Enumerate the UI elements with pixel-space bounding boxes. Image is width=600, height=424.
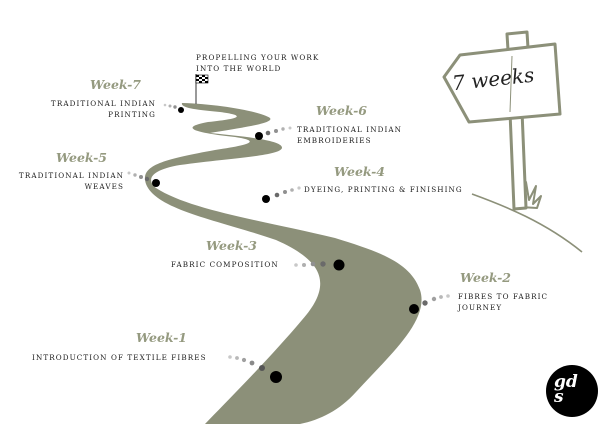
week-1-label: Week-1 [136,330,187,345]
goal-line-2: INTO THE WORLD [196,64,282,73]
week-7-topic-line-1: TRADITIONAL INDIAN [50,99,156,108]
logo-line-1: gd [554,372,578,392]
hill-line [471,193,583,253]
week-2-topic: FIBRES TO FABRIC JOURNEY [458,291,548,313]
winding-road [144,103,422,424]
week-5-topic-line-1: TRADITIONAL INDIAN [18,171,124,180]
milestone-week-6 [255,126,292,140]
logo-line-2: s [554,387,564,407]
milestone-week-3 [294,259,345,271]
signpost-icon [442,30,562,211]
week-6-topic-line-1: TRADITIONAL INDIAN [297,125,403,134]
goal-line-1: PROPELLING YOUR WORK [196,53,320,62]
milestone-week-4 [262,186,301,203]
week-7-label: Week-7 [90,77,141,92]
week-4-label: Week-4 [334,164,385,179]
week-2-topic-line-1: FIBRES TO FABRIC [458,292,549,301]
week-7-topic-line-2: PRINTING [108,110,156,119]
milestone-week-1 [228,355,282,383]
milestone-week-7 [163,103,184,113]
week-1-topic: INTRODUCTION OF TEXTILE FIBRES [32,353,207,362]
week-6-topic-line-2: EMBROIDERIES [297,136,372,145]
week-5-topic: TRADITIONAL INDIAN WEAVES [6,170,124,192]
week-4-topic: DYEING, PRINTING & FINISHING [304,185,463,194]
week-6-topic: TRADITIONAL INDIAN EMBROIDERIES [297,124,402,146]
week-2-label: Week-2 [460,270,511,285]
checkered-flag-icon [195,74,209,104]
week-3-topic: FABRIC COMPOSITION [171,260,279,269]
week-5-label: Week-5 [56,150,107,165]
milestone-week-2 [409,294,450,314]
goal-text: PROPELLING YOUR WORK INTO THE WORLD [196,52,319,74]
milestone-week-5 [127,171,160,187]
week-5-topic-line-2: WEAVES [84,182,124,191]
week-6-label: Week-6 [316,103,367,118]
week-7-topic: TRADITIONAL INDIAN PRINTING [40,98,156,120]
week-3-label: Week-3 [206,238,257,253]
week-2-topic-line-2: JOURNEY [458,303,503,312]
